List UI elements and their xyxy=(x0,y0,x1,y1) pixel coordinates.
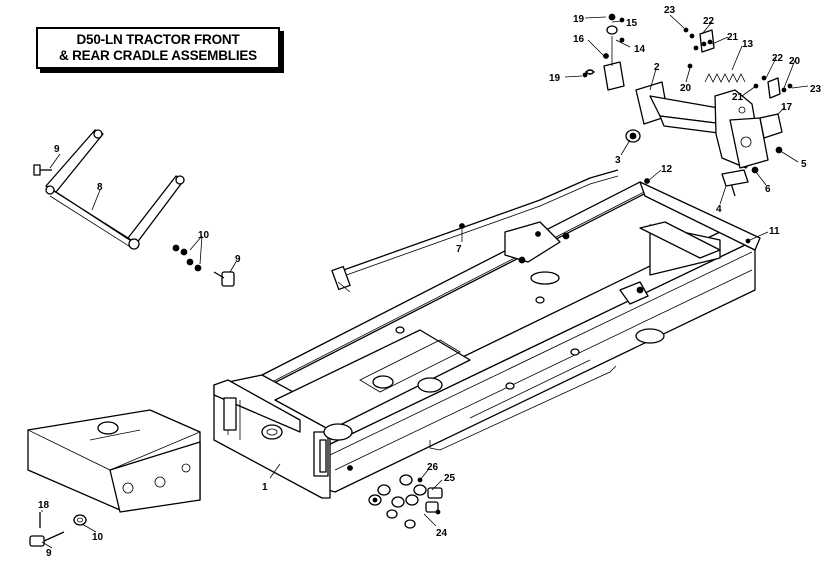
callout-5: 5 xyxy=(801,159,807,170)
front-hardware-group xyxy=(347,465,443,529)
callout-10: 10 xyxy=(198,230,210,241)
callout-14: 14 xyxy=(634,44,646,55)
main-frame xyxy=(213,181,761,499)
callout-9: 9 xyxy=(235,254,241,265)
callout-21: 21 xyxy=(727,32,739,43)
callout-8: 8 xyxy=(97,182,103,193)
callout-20: 20 xyxy=(789,56,801,67)
callout-22: 22 xyxy=(703,16,715,27)
lower-left-housing xyxy=(26,409,202,547)
callout-24: 24 xyxy=(436,528,448,539)
callout-16: 16 xyxy=(573,34,585,45)
callout-1: 1 xyxy=(262,482,268,493)
callout-23: 23 xyxy=(810,84,822,95)
callout-10: 10 xyxy=(92,532,104,543)
steering-rod xyxy=(331,169,619,293)
callout-labels: 19 15 23 22 16 14 21 13 19 2 20 22 20 23… xyxy=(38,5,822,559)
callout-3: 3 xyxy=(615,155,621,166)
callout-19: 19 xyxy=(549,73,561,84)
rear-cradle xyxy=(33,129,235,287)
callout-6: 6 xyxy=(765,184,771,195)
callout-13: 13 xyxy=(742,39,754,50)
title-line-1: D50-LN TRACTOR FRONT xyxy=(76,32,240,47)
callout-26: 26 xyxy=(427,462,439,473)
callout-9: 9 xyxy=(54,144,60,155)
callout-21: 21 xyxy=(732,92,744,103)
callout-17: 17 xyxy=(781,102,793,113)
callout-23: 23 xyxy=(664,5,676,16)
callout-18: 18 xyxy=(38,500,50,511)
callout-15: 15 xyxy=(626,18,638,29)
callout-9: 9 xyxy=(46,548,52,559)
title-line-2: & REAR CRADLE ASSEMBLIES xyxy=(59,48,257,63)
callout-4: 4 xyxy=(716,204,722,215)
callout-25: 25 xyxy=(444,473,456,484)
callout-22: 22 xyxy=(772,53,784,64)
callout-20: 20 xyxy=(680,83,692,94)
front-axle-bracket xyxy=(603,25,783,197)
callout-2: 2 xyxy=(654,62,660,73)
callout-11: 11 xyxy=(769,226,780,237)
callout-12: 12 xyxy=(661,164,673,175)
diagram-title-box: D50-LN TRACTOR FRONT & REAR CRADLE ASSEM… xyxy=(36,27,280,69)
callout-7: 7 xyxy=(456,244,462,255)
leader-lines xyxy=(41,14,809,549)
callout-19: 19 xyxy=(573,14,585,25)
